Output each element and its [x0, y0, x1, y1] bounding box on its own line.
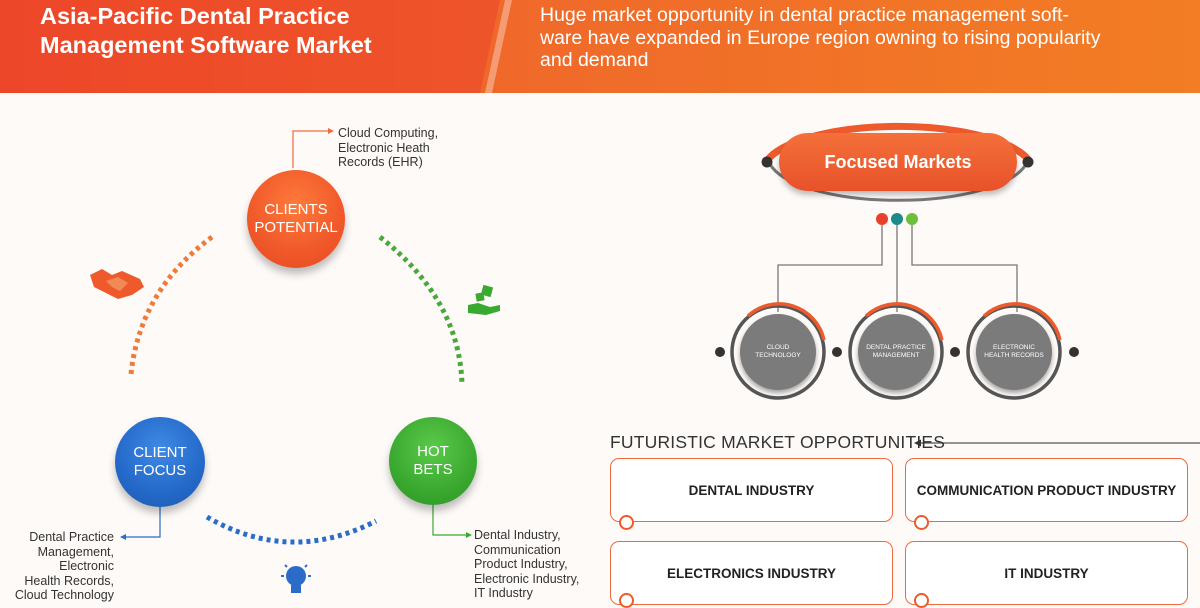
circle-label: HOT	[417, 443, 449, 460]
opportunity-dot	[914, 515, 929, 530]
note-line: Dental Practice	[29, 530, 114, 544]
clients-potential-circle: CLIENTS POTENTIAL	[247, 170, 345, 268]
market-label: ELECTRONIC	[993, 344, 1035, 351]
page-subtitle: Huge market opportunity in dental practi…	[540, 4, 1180, 72]
opportunity-it-industry: IT INDUSTRY	[905, 541, 1188, 605]
hot-bets-note: Dental Industry, Communication Product I…	[474, 528, 579, 601]
note-line: IT Industry	[474, 586, 533, 600]
note-line: Health Records,	[24, 573, 114, 588]
blue-dotted-arc	[205, 514, 378, 545]
dot-red	[876, 213, 888, 225]
circle-label: FOCUS	[133, 462, 187, 479]
market-label: MANAGEMENT	[872, 352, 920, 359]
market-label: HEALTH RECORDS	[984, 352, 1044, 359]
note-line: Management,	[37, 544, 114, 559]
note-line: Electronic Heath	[338, 140, 430, 155]
client-focus-circle: CLIENT FOCUS	[115, 417, 205, 507]
orange-dotted-arc	[128, 234, 214, 375]
green-dotted-arc	[378, 235, 465, 386]
hot-bets-circle: HOT BETS	[389, 417, 477, 505]
note-line: Electronic	[59, 559, 114, 573]
opportunity-dental-industry: DENTAL INDUSTRY	[610, 458, 893, 522]
circle-label: CLIENT	[133, 444, 187, 461]
title-line: Asia-Pacific Dental Practice	[40, 3, 350, 29]
hot-callout-line	[432, 505, 467, 536]
clients-callout-line	[292, 130, 330, 168]
header-decoration	[0, 0, 512, 93]
opportunity-dot	[914, 593, 929, 608]
subtitle-line: and demand	[540, 49, 649, 71]
header-banner: Asia-Pacific Dental Practice Management …	[0, 0, 1200, 93]
market-electronic-health-records: ELECTRONIC HEALTH RECORDS	[976, 314, 1052, 390]
subtitle-line: Huge market opportunity in dental practi…	[540, 4, 1069, 26]
dot-green	[906, 213, 918, 225]
lightbulb-icon	[281, 564, 311, 593]
note-line: Communication	[474, 542, 561, 557]
handshake-icon	[90, 269, 144, 299]
circle-label: BETS	[413, 461, 453, 478]
page-title: Asia-Pacific Dental Practice Management …	[40, 2, 460, 60]
market-dental-practice-management: DENTAL PRACTICE MANAGEMENT	[858, 314, 934, 390]
market-label: TECHNOLOGY	[755, 352, 801, 359]
market-label: CLOUD	[766, 344, 790, 351]
note-line: Records (EHR)	[338, 155, 423, 169]
note-line: Electronic Industry,	[474, 571, 580, 586]
note-line: Cloud Computing,	[338, 126, 439, 140]
circle-label: POTENTIAL	[254, 219, 338, 236]
client-focus-note: Dental Practice Management, Electronic H…	[0, 530, 114, 603]
dot-teal	[891, 213, 903, 225]
focus-callout-line	[125, 507, 161, 538]
opportunity-dot	[619, 593, 634, 608]
money-hand-icon	[468, 284, 500, 315]
circle-label: CLIENTS	[264, 201, 328, 218]
opportunity-dot	[619, 515, 634, 530]
clients-potential-note: Cloud Computing, Electronic Heath Record…	[338, 126, 438, 170]
opportunity-communication-product-industry: COMMUNICATION PRODUCT INDUSTRY	[905, 458, 1188, 522]
title-line: Management Software Market	[40, 32, 372, 58]
focused-markets-pill: Focused Markets	[779, 133, 1017, 191]
futuristic-opportunities-title: FUTURISTIC MARKET OPPORTUNITIES	[610, 432, 946, 452]
note-line: Cloud Technology	[14, 588, 114, 602]
note-line: Product Industry,	[474, 557, 568, 571]
market-cloud-technology: CLOUD TECHNOLOGY	[740, 314, 816, 390]
opportunity-electronics-industry: ELECTRONICS INDUSTRY	[610, 541, 893, 605]
note-line: Dental Industry,	[474, 528, 561, 542]
market-label: DENTAL PRACTICE	[866, 344, 926, 351]
subtitle-line: ware have expanded in Europe region owni…	[540, 26, 1101, 49]
